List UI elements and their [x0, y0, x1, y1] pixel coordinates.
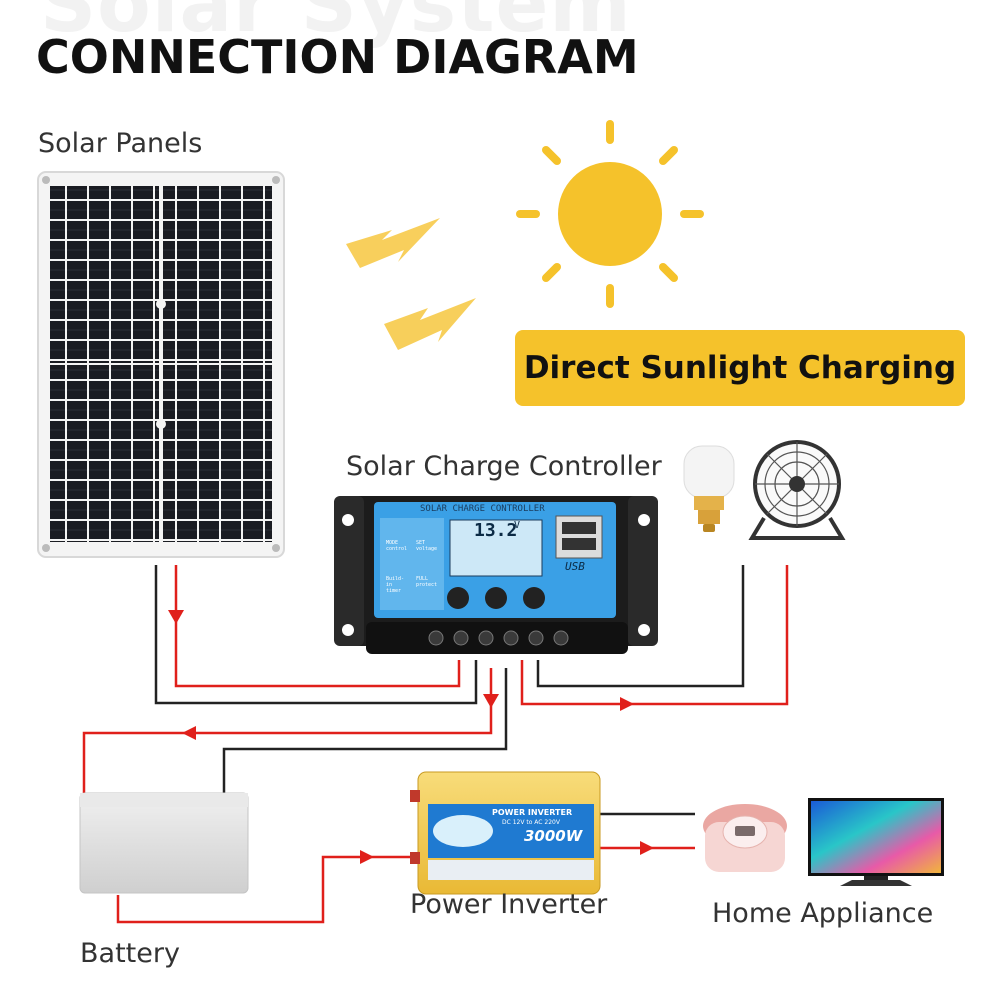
- charge-controller: [334, 496, 658, 654]
- battery-label: Battery: [80, 938, 180, 969]
- desk-fan-icon: [748, 440, 846, 540]
- voltage-unit: V: [514, 520, 521, 531]
- inverter-line1: POWER INVERTER: [492, 808, 573, 817]
- voltage-reading: 13.2: [474, 520, 518, 541]
- badge-text: Direct Sunlight Charging: [523, 350, 957, 386]
- rice-cooker-icon: [703, 804, 787, 872]
- controller-button-label: FULL protect: [416, 576, 438, 588]
- black-wires: [154, 565, 745, 816]
- direct-sunlight-badge: Direct Sunlight Charging: [515, 330, 965, 406]
- solar-panels-label: Solar Panels: [38, 128, 203, 159]
- controller-button-label: SET voltage: [416, 540, 438, 552]
- solar-panel: [37, 171, 285, 558]
- sun-icon: [516, 120, 704, 308]
- television-icon: [808, 798, 944, 886]
- inverter-line2: DC 12V to AC 220V: [502, 819, 560, 826]
- usb-label: USB: [565, 560, 585, 573]
- power-inverter-label: Power Inverter: [410, 889, 608, 920]
- controller-button-label: MODE control: [386, 540, 408, 552]
- sunlight-arrow-icon: [346, 218, 476, 350]
- page-title: CONNECTION DIAGRAM: [36, 30, 639, 84]
- light-bulb-icon: [683, 445, 735, 532]
- power-inverter: [410, 771, 601, 895]
- flow-arrow-icon: [168, 610, 654, 864]
- battery-icon: [79, 792, 249, 894]
- charge-controller-label: Solar Charge Controller: [346, 451, 662, 482]
- controller-button-label: Build-in timer: [386, 576, 405, 594]
- background-watermark-title: Solar System: [40, 0, 632, 50]
- home-appliance-label: Home Appliance: [712, 898, 934, 929]
- inverter-power-rating: 3000W: [524, 827, 583, 845]
- controller-header-text: SOLAR CHARGE CONTROLLER: [420, 504, 545, 514]
